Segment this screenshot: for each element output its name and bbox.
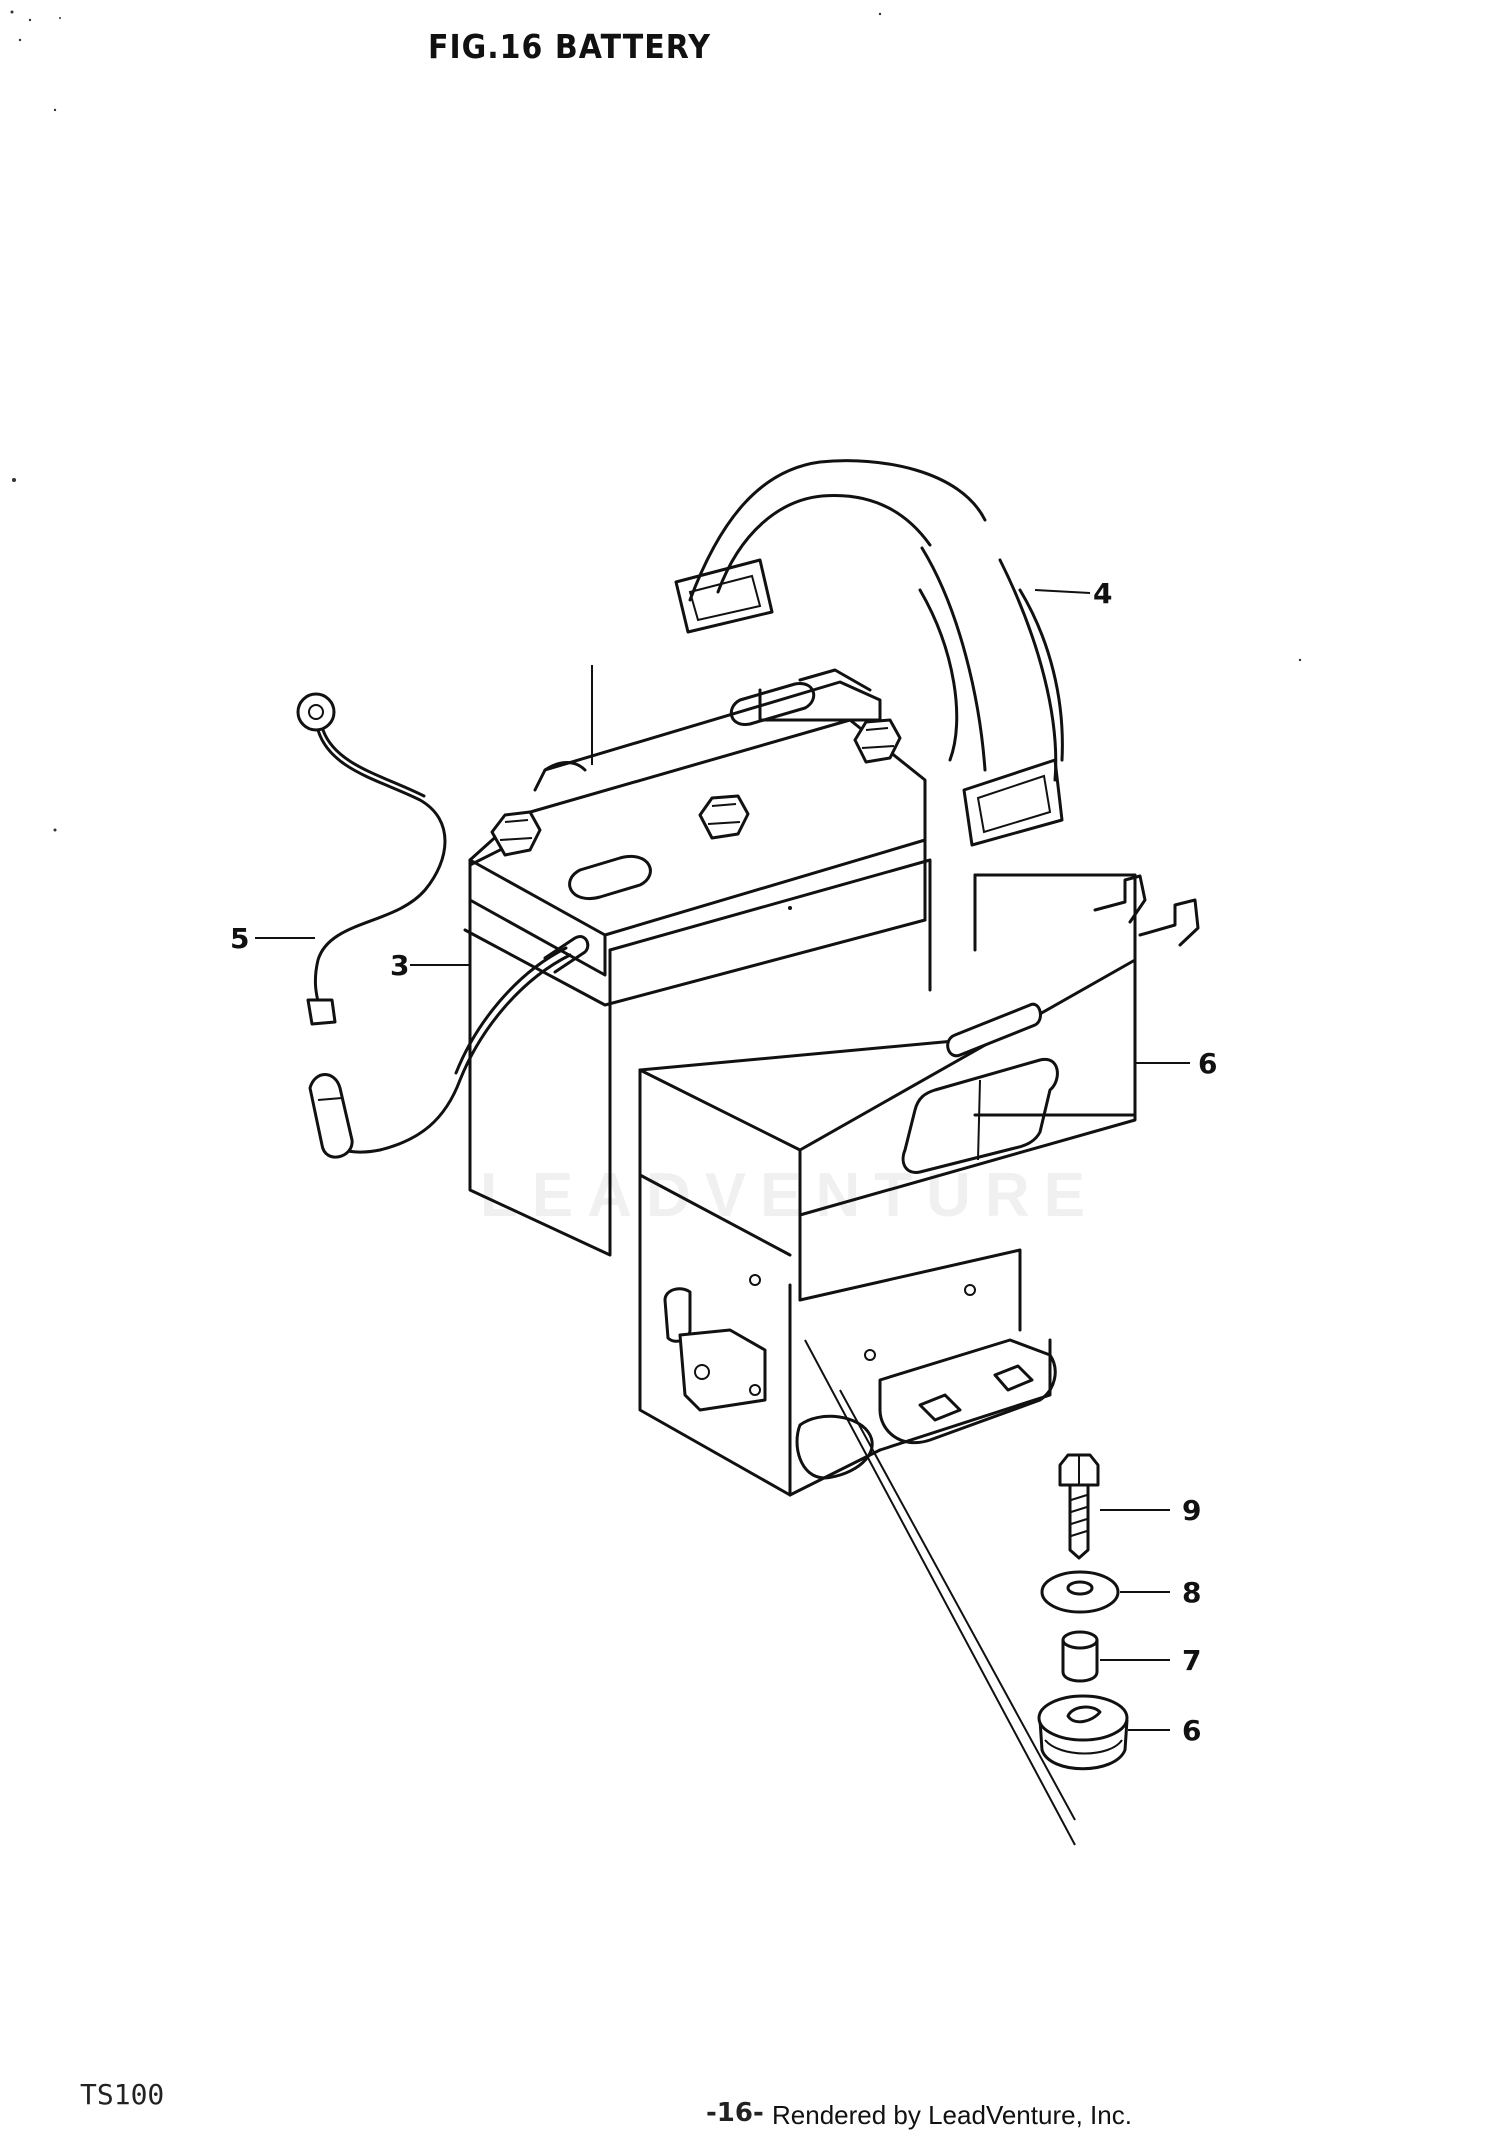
battery-icon[interactable] [463, 665, 932, 1257]
render-credit: Rendered by LeadVenture, Inc. [772, 2100, 1132, 2130]
callout-3[interactable]: 4 [1093, 577, 1112, 610]
callout-4[interactable]: 5 [230, 922, 249, 955]
model-code: TS100 [80, 2078, 165, 2111]
callout-8[interactable]: 8 [1182, 1576, 1201, 1609]
watermark: LEADVENTURE [480, 1161, 1100, 1230]
callout-7[interactable]: 7 [1182, 1644, 1201, 1677]
spacer-icon[interactable] [1061, 1630, 1099, 1683]
scan-specks [10, 10, 1302, 832]
page-number: -16- [706, 2098, 764, 2128]
washer-icon[interactable] [1040, 1570, 1120, 1614]
bolt-icon[interactable] [1058, 1453, 1100, 1560]
lead-wire-icon[interactable] [296, 692, 590, 1159]
battery-band-icon[interactable] [674, 459, 1064, 847]
battery-holder-icon[interactable] [638, 873, 1200, 1497]
callout-leaders [255, 589, 1190, 1731]
callout-5[interactable]: 6 [1198, 1047, 1217, 1080]
callout-9[interactable]: 9 [1182, 1494, 1201, 1527]
cushion-icon[interactable] [1037, 1694, 1129, 1771]
callout-6[interactable]: 6 [1182, 1714, 1201, 1747]
cushion-leader-line [804, 1339, 1076, 1846]
callout-2[interactable]: 3 [390, 949, 409, 982]
figure-title: FIG.16 BATTERY [428, 28, 711, 67]
